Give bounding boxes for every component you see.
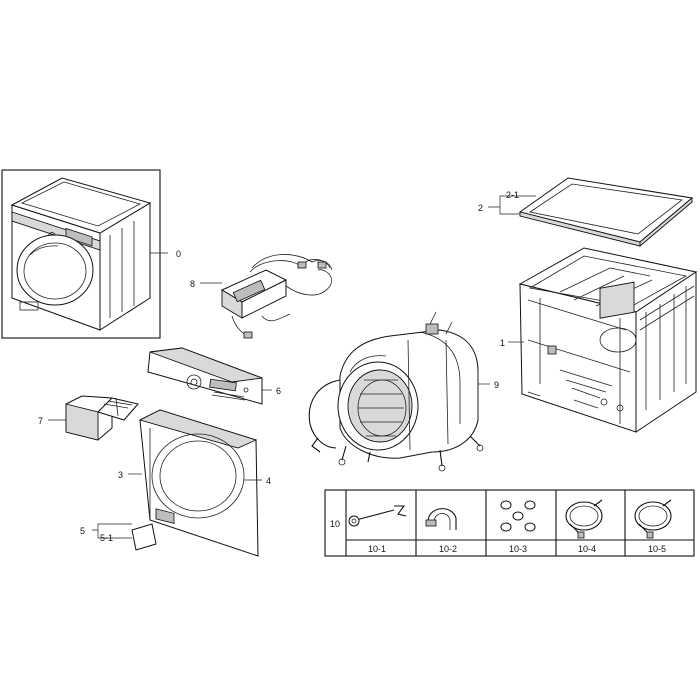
part-4-door-opening [151,433,245,519]
accessory-group-label: 10 [330,519,340,529]
hose-coil-icon [634,499,672,539]
part-5-filter-cover [131,508,175,551]
accessory-code-10-2: 10-2 [439,544,457,554]
part-7-detergent-drawer [65,395,139,441]
accessory-code-10-1: 10-1 [368,544,386,554]
callout-2-1: 2-1 [506,190,519,200]
part-2-top-plate [518,177,694,247]
accessory-code-10-3: 10-3 [509,544,527,554]
callout-4: 4 [266,476,271,486]
accessory-table: 10 10-1 10-2 10-3 [324,489,695,557]
callout-8: 8 [190,279,195,289]
reference-frame [1,169,161,339]
callout-1: 1 [500,338,505,348]
accessory-code-10-4: 10-4 [578,544,596,554]
accessory-code-10-5: 10-5 [648,544,666,554]
callout-6: 6 [276,386,281,396]
callout-0: 0 [176,249,181,259]
part-1-cabinet-frame [518,247,698,433]
callout-2: 2 [478,203,483,213]
caps-icon [500,500,536,532]
callout-9: 9 [494,380,499,390]
part-6-control-panel [147,347,263,405]
callout-5: 5 [80,526,85,536]
part-3-front-panel [138,409,259,557]
part-0-assembled-washer [1,169,161,339]
callout-3: 3 [118,470,123,480]
part-9-tub-assembly [308,311,484,472]
hose-coil-icon [565,499,603,539]
hose-guide-icon [425,508,457,530]
callout-7: 7 [38,416,43,426]
part-8-control-board [220,254,333,339]
wrench-icon [348,505,407,527]
callout-5-1: 5-1 [100,533,113,543]
